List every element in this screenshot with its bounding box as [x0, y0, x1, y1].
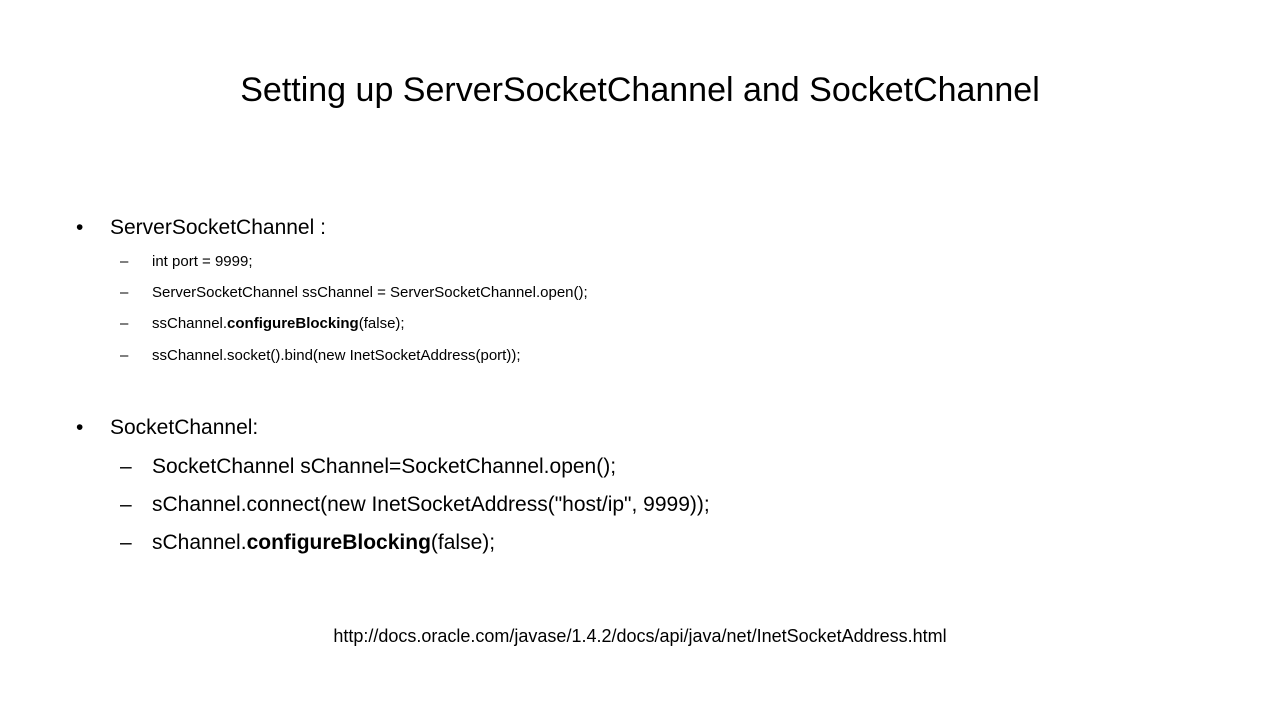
reference-url[interactable]: http://docs.oracle.com/javase/1.4.2/docs… — [333, 626, 947, 646]
code-text-bold: configureBlocking — [246, 531, 431, 554]
code-text: ServerSocketChannel ssChannel = ServerSo… — [152, 284, 588, 301]
bullet-icon: • — [76, 416, 84, 439]
client-section-heading: SocketChannel: — [110, 416, 259, 439]
code-text-prefix: ssChannel. — [152, 315, 228, 332]
server-code-line-1: – int port = 9999; — [120, 252, 253, 272]
client-code-line-1: – SocketChannel sChannel=SocketChannel.o… — [120, 453, 617, 481]
code-text-suffix: (false); — [430, 531, 496, 554]
dash-icon: – — [120, 315, 129, 332]
dash-icon: – — [120, 347, 129, 364]
client-code-line-3: – sChannel.configureBlocking(false); — [120, 529, 496, 557]
dash-icon: – — [120, 455, 132, 478]
client-code-line-2: – sChannel.connect(new InetSocketAddress… — [120, 491, 710, 519]
server-code-line-3: – ssChannel.configureBlocking(false); — [120, 314, 405, 334]
dash-icon: – — [120, 531, 132, 554]
server-section-heading: ServerSocketChannel : — [110, 216, 326, 239]
slide-title: Setting up ServerSocketChannel and Socke… — [240, 71, 1040, 109]
code-text: SocketChannel sChannel=SocketChannel.ope… — [152, 455, 617, 478]
code-text-prefix: sChannel. — [152, 531, 247, 554]
dash-icon: – — [120, 253, 129, 270]
dash-icon: – — [120, 284, 129, 301]
server-code-line-4: – ssChannel.socket().bind(new InetSocket… — [120, 346, 521, 366]
dash-icon: – — [120, 493, 132, 516]
code-text: sChannel.connect(new InetSocketAddress("… — [152, 493, 710, 516]
bullet-server-socket-channel: • ServerSocketChannel : — [76, 214, 326, 242]
code-text-bold: configureBlocking — [227, 315, 359, 332]
code-text-suffix: (false); — [358, 315, 405, 332]
bullet-icon: • — [76, 216, 84, 239]
code-text: ssChannel.socket().bind(new InetSocketAd… — [152, 347, 521, 364]
bullet-socket-channel: • SocketChannel: — [76, 414, 259, 442]
server-code-line-2: – ServerSocketChannel ssChannel = Server… — [120, 283, 588, 303]
code-text: int port = 9999; — [152, 253, 253, 270]
